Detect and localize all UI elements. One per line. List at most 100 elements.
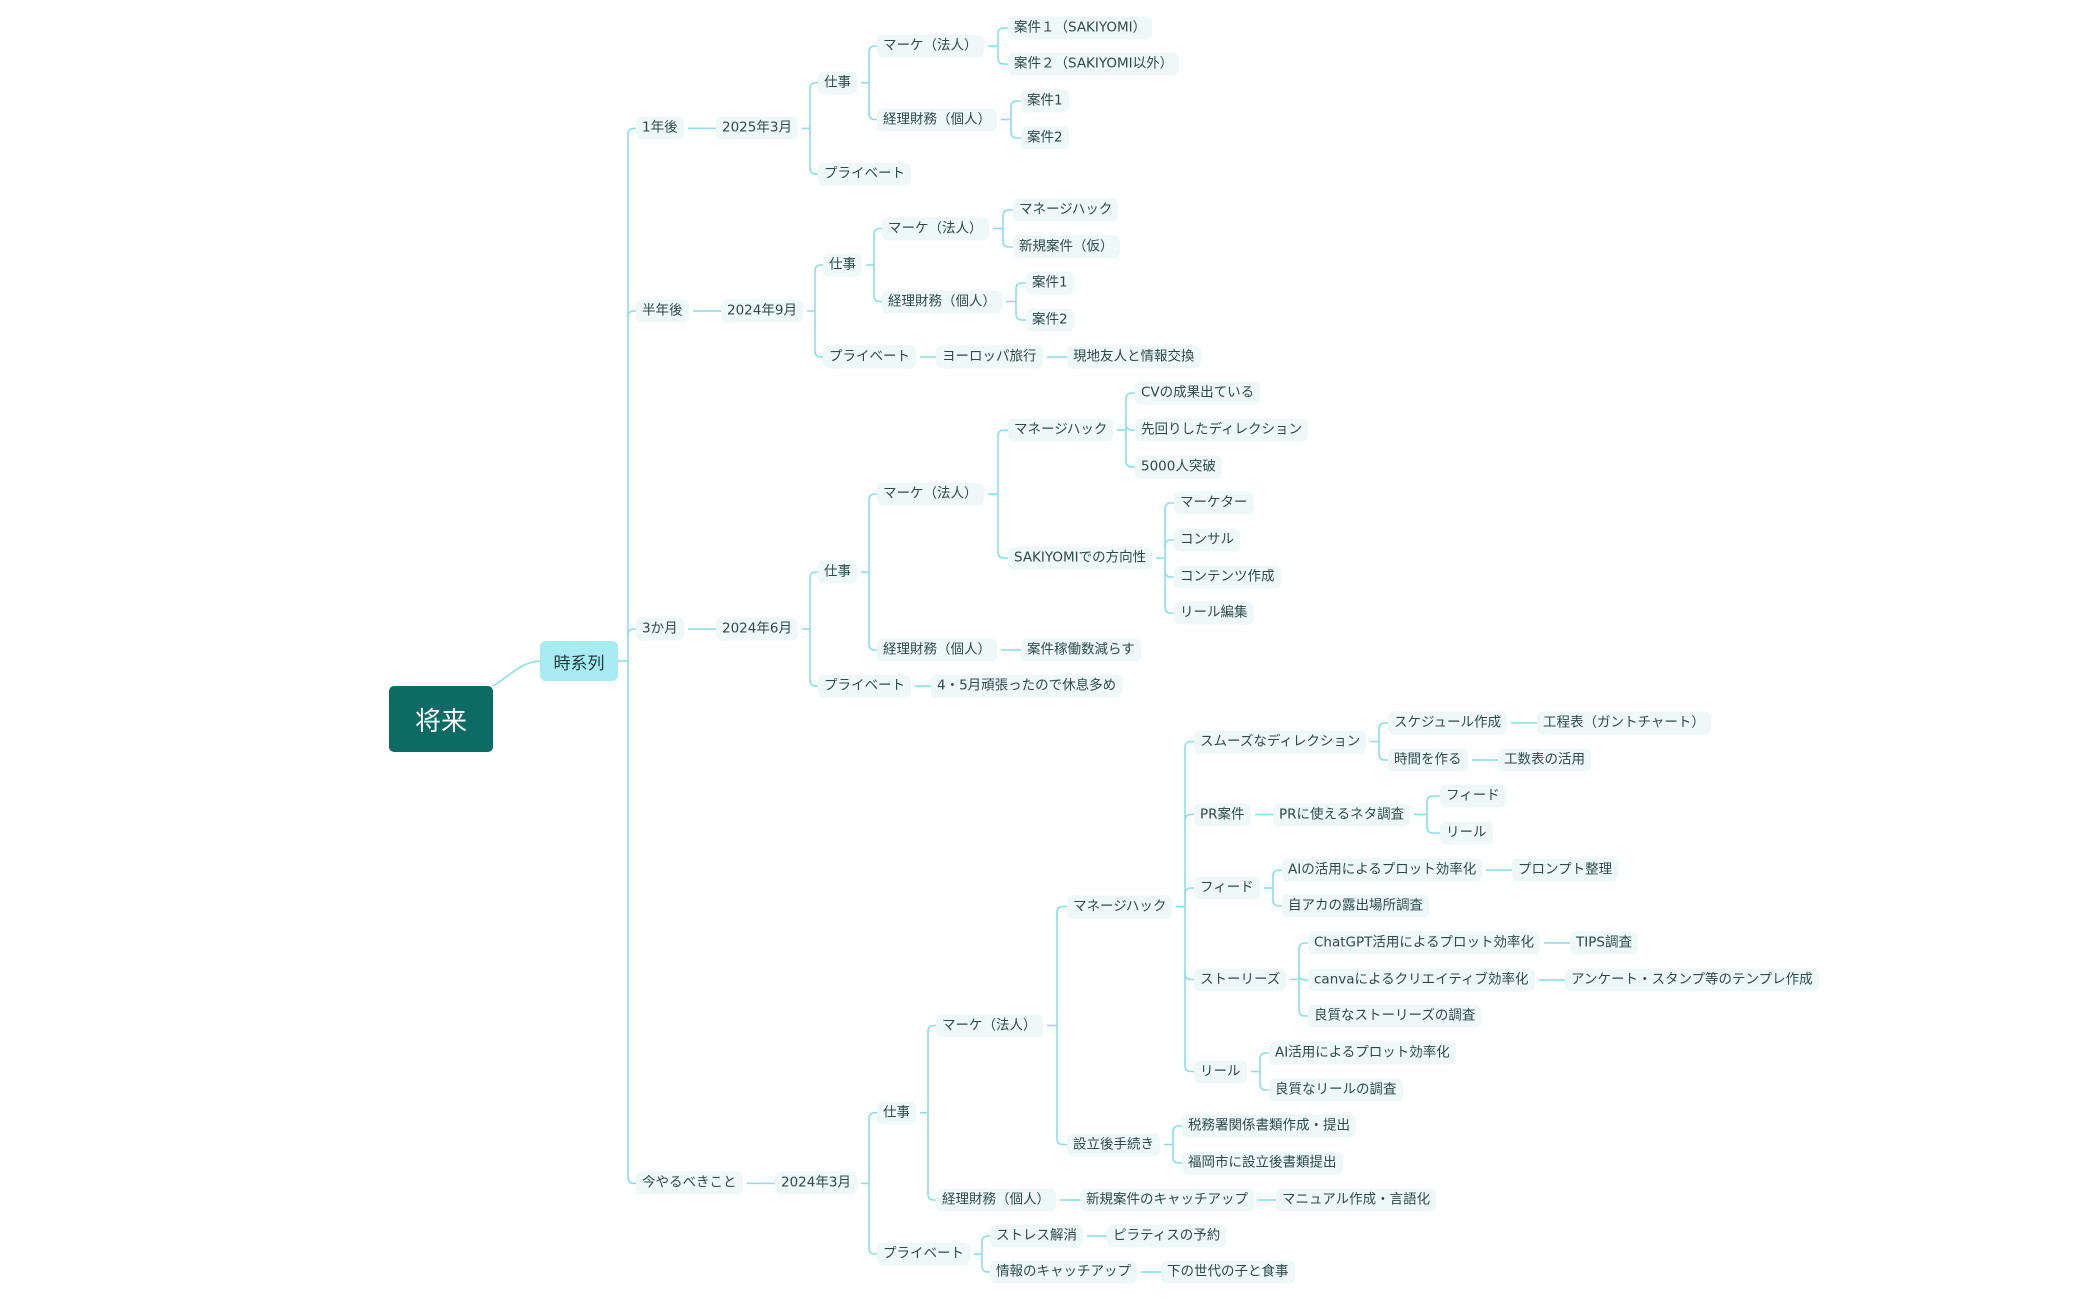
mindmap-node-depth-2-2024-9[interactable]: 2024年9月: [721, 299, 803, 323]
connector-line: [1164, 570, 1174, 578]
main-topic-node[interactable]: 時系列: [540, 641, 618, 681]
mindmap-node-depth-2-2024-6[interactable]: 2024年6月: [716, 617, 798, 641]
mindmap-node-depth-5[interactable]: マネージハック: [1013, 198, 1119, 222]
mindmap-node-depth-3[interactable]: 仕事: [818, 71, 857, 95]
mindmap-node-depth-6-5000[interactable]: 5000人突破: [1135, 455, 1222, 479]
mindmap-node-depth-8[interactable]: リール: [1440, 821, 1493, 845]
mindmap-node-depth-3[interactable]: 仕事: [818, 560, 857, 584]
mindmap-node-depth-5[interactable]: 現地友人と情報交換: [1067, 345, 1201, 369]
mindmap-node-depth-8[interactable]: アンケート・スタンプ等のテンプレ作成: [1565, 968, 1819, 992]
mindmap-node-depth-8[interactable]: 工数表の活用: [1498, 748, 1591, 772]
mindmap-node-depth-5[interactable]: マネージハック: [1008, 418, 1114, 442]
mindmap-node-depth-6[interactable]: リール: [1194, 1060, 1247, 1083]
mindmap-node-depth-6[interactable]: マーケター: [1174, 491, 1254, 515]
mindmap-node-depth-1-3[interactable]: 3か月: [636, 617, 684, 641]
mindmap-node-depth-7[interactable]: スケジュール作成: [1388, 711, 1508, 735]
mindmap-node-depth-7-ai[interactable]: AI活用によるプロット効率化: [1269, 1041, 1456, 1065]
mindmap-node-depth-5[interactable]: マネージハック: [1067, 895, 1173, 918]
mindmap-node-depth-7[interactable]: 良質なストーリーズの調査: [1308, 1004, 1482, 1028]
mindmap-node-depth-5[interactable]: 案件稼働数減らす: [1021, 638, 1141, 662]
mindmap-node-depth-4[interactable]: 経理財務（個人）: [936, 1188, 1056, 1212]
connector-line: [981, 1265, 990, 1273]
connector-line: [1125, 423, 1135, 431]
mindmap-node-depth-4[interactable]: 経理財務（個人）: [877, 108, 997, 131]
connector-line: [814, 264, 823, 272]
mindmap-node-depth-8[interactable]: プロンプト整理: [1512, 858, 1619, 882]
connector-line: [1015, 282, 1026, 290]
connector-line: [1298, 973, 1308, 981]
mindmap-node-depth-3[interactable]: 仕事: [877, 1101, 916, 1125]
mindmap-node-depth-4[interactable]: 経理財務（個人）: [882, 290, 1002, 313]
mindmap-node-depth-6-pr[interactable]: PR案件: [1194, 803, 1251, 826]
connector-line: [1172, 1125, 1182, 1133]
mindmap-node-depth-7-canva[interactable]: canvaによるクリエイティブ効率化: [1308, 968, 1535, 992]
mindmap-node-depth-6[interactable]: マニュアル作成・言語化: [1276, 1188, 1437, 1212]
connector-line: [809, 81, 818, 89]
mindmap-node-depth-3[interactable]: プライベート: [823, 345, 916, 369]
mindmap-node-depth-5[interactable]: 新規案件（仮）: [1013, 235, 1120, 259]
mindmap-node-depth-5-sakiyomi[interactable]: SAKIYOMIでの方向性: [1008, 546, 1153, 570]
mindmap-node-depth-6[interactable]: スムーズなディレクション: [1194, 730, 1367, 753]
mindmap-node-depth-6[interactable]: コンテンツ作成: [1174, 565, 1281, 589]
mindmap-node-depth-6[interactable]: フィード: [1194, 876, 1260, 900]
mindmap-node-depth-6[interactable]: リール編集: [1174, 601, 1254, 625]
mindmap-node-depth-7-ai[interactable]: AIの活用によるプロット効率化: [1282, 858, 1483, 882]
connector-line: [1426, 826, 1440, 834]
mindmap-node-depth-5-sakiyomi[interactable]: 案件１（SAKIYOMI）: [1008, 16, 1153, 40]
connector-line: [809, 167, 818, 175]
mindmap-node-depth-7-chatgpt[interactable]: ChatGPT活用によるプロット効率化: [1308, 931, 1540, 955]
mindmap-node-depth-3[interactable]: プライベート: [818, 162, 911, 186]
mindmap-node-depth-4[interactable]: 情報のキャッチアップ: [990, 1260, 1137, 1284]
mindmap-node-depth-4-4-5[interactable]: 4・5月頑張ったので休息多め: [931, 674, 1123, 698]
mindmap-node-depth-3[interactable]: 仕事: [823, 253, 862, 277]
mindmap-node-depth-7[interactable]: 自アカの露出場所調査: [1282, 894, 1429, 918]
mindmap-node-depth-4[interactable]: 経理財務（個人）: [877, 638, 997, 662]
mindmap-node-depth-5[interactable]: 設立後手続き: [1067, 1133, 1160, 1156]
mindmap-node-depth-4[interactable]: マーケ（法人）: [877, 34, 984, 58]
mindmap-node-depth-5-2[interactable]: 案件2: [1021, 126, 1069, 150]
mindmap-node-depth-1-1[interactable]: 1年後: [636, 116, 684, 140]
mindmap-node-depth-6[interactable]: 福岡市に設立後書類提出: [1182, 1151, 1343, 1175]
mindmap-node-depth-5-sakiyomi[interactable]: 案件２（SAKIYOMI以外）: [1008, 52, 1180, 76]
connector-line: [868, 1111, 877, 1119]
connector-line: [1056, 905, 1067, 913]
mindmap-node-depth-7-pr[interactable]: PRに使えるネタ調査: [1273, 803, 1411, 826]
mindmap-node-depth-6[interactable]: コンサル: [1174, 528, 1240, 552]
mindmap-node-depth-4[interactable]: マーケ（法人）: [936, 1014, 1043, 1037]
connector-line: [1184, 1065, 1194, 1073]
connector-line: [868, 45, 877, 53]
mindmap-node-depth-6[interactable]: ストーリーズ: [1194, 968, 1287, 991]
connector-line: [1125, 392, 1135, 400]
mindmap-node-depth-8[interactable]: フィード: [1440, 784, 1506, 808]
mindmap-node-depth-4[interactable]: マーケ（法人）: [877, 482, 984, 506]
mindmap-node-depth-3[interactable]: プライベート: [877, 1242, 970, 1266]
mindmap-node-depth-1[interactable]: 今やるべきこと: [636, 1171, 743, 1195]
mindmap-node-depth-2-2025-3[interactable]: 2025年3月: [716, 116, 798, 140]
connector-line: [1184, 973, 1194, 981]
mindmap-node-depth-4[interactable]: ヨーロッパ旅行: [936, 345, 1043, 369]
connector-line: [868, 643, 877, 651]
mindmap-node-depth-5[interactable]: 下の世代の子と食事: [1161, 1260, 1295, 1284]
mindmap-node-depth-6-cv[interactable]: CVの成果出ている: [1135, 381, 1261, 405]
mindmap-node-depth-5[interactable]: ピラティスの予約: [1107, 1224, 1227, 1248]
mindmap-node-depth-4[interactable]: マーケ（法人）: [882, 217, 989, 240]
connector-line: [1184, 813, 1194, 821]
mindmap-node-depth-1[interactable]: 半年後: [636, 299, 689, 323]
mindmap-node-depth-5-2[interactable]: 案件2: [1026, 308, 1074, 332]
mindmap-node-depth-7[interactable]: 良質なリールの調査: [1269, 1078, 1403, 1102]
connector-line: [981, 1235, 990, 1243]
mindmap-node-depth-8-tips[interactable]: TIPS調査: [1570, 931, 1638, 955]
root-node[interactable]: 将来: [389, 686, 493, 752]
connector-line: [1010, 100, 1021, 108]
mindmap-node-depth-5[interactable]: 新規案件のキャッチアップ: [1080, 1188, 1254, 1212]
mindmap-node-depth-6[interactable]: 税務署関係書類作成・提出: [1182, 1114, 1356, 1138]
mindmap-node-depth-3[interactable]: プライベート: [818, 674, 911, 698]
mindmap-node-depth-8[interactable]: 工程表（ガントチャート）: [1537, 711, 1711, 735]
mindmap-node-depth-4[interactable]: ストレス解消: [990, 1224, 1083, 1248]
mindmap-node-depth-6[interactable]: 先回りしたディレクション: [1135, 418, 1309, 442]
mindmap-node-depth-2-2024-3[interactable]: 2024年3月: [775, 1171, 857, 1195]
mindmap-node-depth-5-1[interactable]: 案件1: [1021, 89, 1069, 113]
mindmap-node-depth-5-1[interactable]: 案件1: [1026, 271, 1074, 295]
mindmap-node-depth-7[interactable]: 時間を作る: [1388, 748, 1468, 772]
